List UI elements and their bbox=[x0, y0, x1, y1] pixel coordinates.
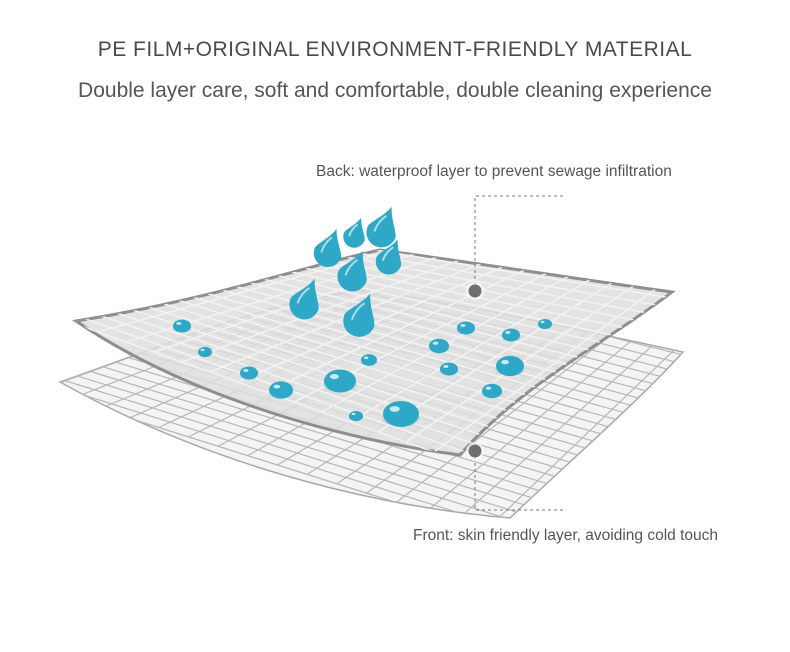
front-leader-dot bbox=[468, 444, 482, 458]
front-layer-callout: Front: skin friendly layer, avoiding col… bbox=[413, 527, 718, 544]
water-drop bbox=[289, 278, 319, 320]
water-bead bbox=[382, 401, 420, 427]
water-drop bbox=[366, 206, 396, 248]
water-bead bbox=[239, 366, 259, 380]
water-bead bbox=[501, 328, 521, 342]
page-subtitle: Double layer care, soft and comfortable,… bbox=[78, 79, 712, 102]
page-title: PE FILM+ORIGINAL ENVIRONMENT-FRIENDLY MA… bbox=[97, 38, 693, 61]
water-bead bbox=[172, 319, 192, 333]
front-callout-leader bbox=[466, 442, 563, 511]
water-beads bbox=[172, 318, 553, 427]
water-bead bbox=[348, 410, 364, 422]
water-bead bbox=[268, 381, 294, 399]
water-drop bbox=[337, 250, 367, 292]
water-bead bbox=[197, 346, 213, 358]
back-leader-dot bbox=[468, 284, 482, 298]
water-bead bbox=[428, 338, 450, 354]
back-layer-callout: Back: waterproof layer to prevent sewage… bbox=[316, 163, 672, 180]
falling-water-drops bbox=[289, 206, 402, 337]
water-bead bbox=[481, 383, 503, 399]
water-bead bbox=[537, 318, 553, 330]
water-bead bbox=[323, 369, 357, 393]
back-callout-leader bbox=[466, 195, 563, 300]
water-drop bbox=[343, 293, 375, 337]
water-drop bbox=[375, 239, 402, 275]
water-bead bbox=[439, 362, 459, 376]
water-drop bbox=[343, 217, 365, 248]
water-bead bbox=[456, 321, 476, 335]
water-bead bbox=[360, 354, 378, 366]
water-drop bbox=[313, 228, 342, 268]
water-bead bbox=[495, 355, 525, 377]
